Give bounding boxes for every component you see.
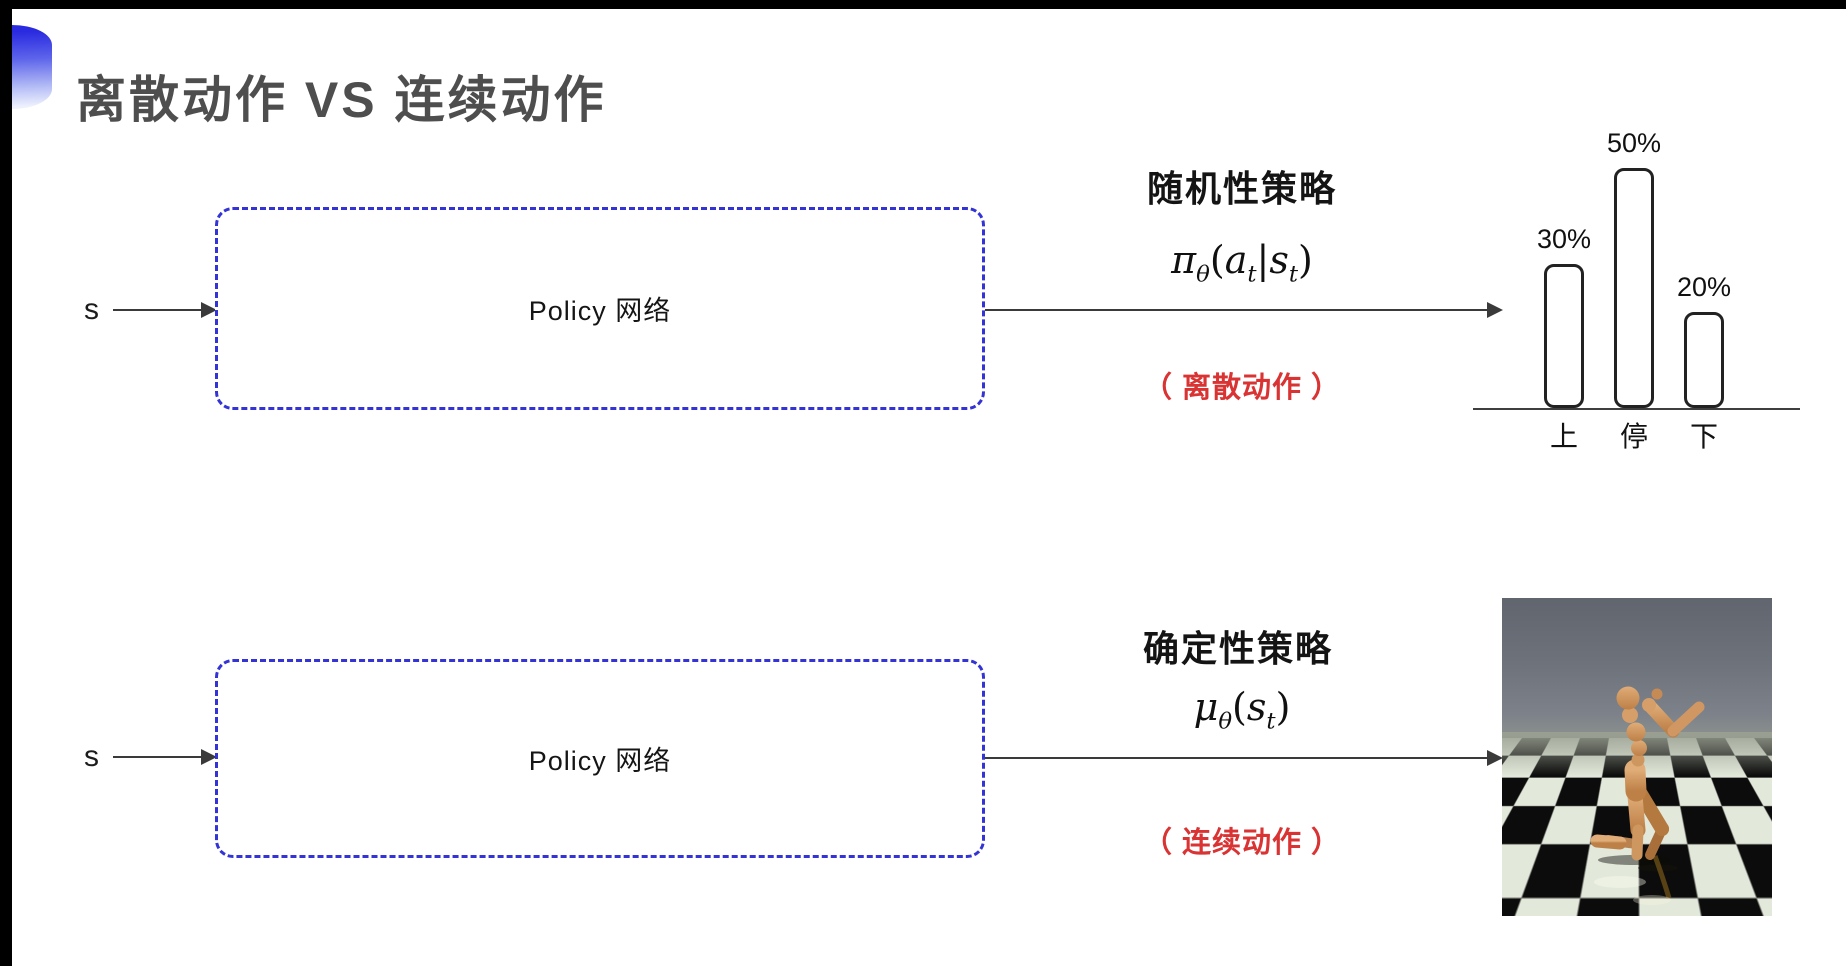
policy-formula-1: πθ(at|st) bbox=[1171, 238, 1313, 288]
bar bbox=[1544, 264, 1584, 408]
bar-category-label: 下 bbox=[1689, 421, 1718, 452]
letterbox-top-bar bbox=[0, 0, 1846, 9]
humanoid-robot-figure bbox=[1590, 686, 1705, 905]
policy-network-label-2: Policy 网络 bbox=[528, 746, 672, 776]
policy-type-heading-2: 确定性策略 bbox=[1142, 628, 1333, 669]
policy-network-box-1: Policy 网络 bbox=[215, 207, 985, 410]
simulation-sky bbox=[1502, 598, 1772, 745]
bar-value-label: 20% bbox=[1676, 272, 1732, 302]
chart-baseline bbox=[1473, 408, 1800, 410]
input-arrow-head-1 bbox=[201, 302, 217, 318]
humanoid-simulation-image bbox=[1502, 598, 1772, 916]
letterbox-left-bar bbox=[0, 0, 12, 966]
action-type-note-1: （ 离散动作 ） bbox=[1142, 372, 1342, 404]
input-arrow-line-1 bbox=[113, 309, 205, 311]
bar bbox=[1614, 168, 1654, 408]
state-input-label-1: s bbox=[84, 293, 99, 326]
bar-value-label: 30% bbox=[1536, 224, 1592, 254]
policy-formula-2: μθ(st) bbox=[1193, 685, 1291, 735]
bar-category-label: 上 bbox=[1549, 421, 1578, 452]
policy-network-box-2: Policy 网络 bbox=[215, 659, 985, 858]
bar-category-label: 停 bbox=[1619, 421, 1648, 452]
bar-value-label: 50% bbox=[1606, 128, 1662, 158]
policy-network-label-1: Policy 网络 bbox=[528, 296, 672, 326]
input-arrow-head-2 bbox=[201, 749, 217, 765]
action-probability-chart: 30% 上 50% 停 20% 下 bbox=[1473, 92, 1813, 458]
policy-output-arrow-line-2 bbox=[985, 757, 1489, 759]
title-bullet-decoration bbox=[12, 25, 52, 109]
action-type-note-2: （ 连续动作 ） bbox=[1142, 827, 1342, 859]
policy-output-arrow-head-1 bbox=[1487, 302, 1503, 318]
bar bbox=[1684, 312, 1724, 408]
input-arrow-line-2 bbox=[113, 756, 205, 758]
state-input-label-2: s bbox=[84, 740, 99, 773]
chart-bar-group: 30% 上 bbox=[1531, 224, 1597, 452]
policy-output-arrow-head-2 bbox=[1487, 750, 1503, 766]
policy-output-arrow-line-1 bbox=[985, 309, 1489, 311]
slide-title: 离散动作 VS 连续动作 bbox=[76, 71, 607, 128]
policy-type-heading-1: 随机性策略 bbox=[1146, 168, 1337, 209]
chart-bar-group: 20% 下 bbox=[1671, 272, 1737, 452]
chart-bar-group: 50% 停 bbox=[1601, 128, 1667, 452]
